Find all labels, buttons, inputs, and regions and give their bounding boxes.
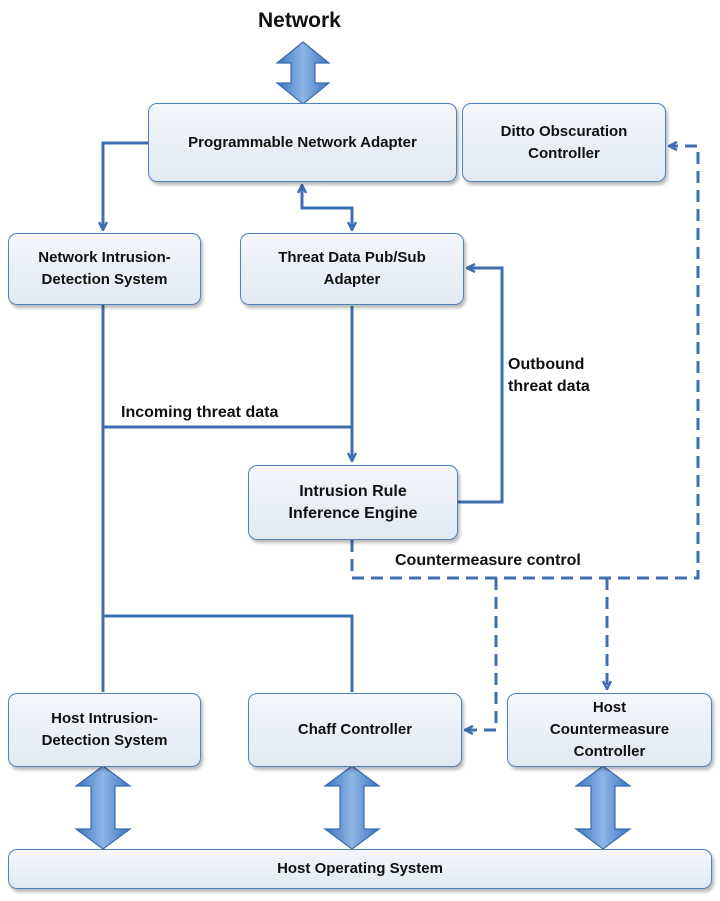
edge-outbound-threat-data xyxy=(458,268,504,504)
edge-countermeasure-to-chaff xyxy=(466,578,498,730)
network-double-arrow-icon xyxy=(275,41,331,105)
edge-pna-threat-adapter xyxy=(302,186,352,229)
outbound-threat-data-label: Outbound threat data xyxy=(508,356,590,395)
threat-data-adapter-box: Threat Data Pub/Sub Adapter xyxy=(240,233,464,305)
edge-chaff-link xyxy=(103,614,354,692)
chaff-controller-box: Chaff Controller xyxy=(248,693,462,767)
network-ids-box: Network Intrusion- Detection System xyxy=(8,233,201,305)
edge-countermeasure-to-ditto xyxy=(350,146,700,580)
network-label: Network xyxy=(258,9,341,32)
intrusion-rule-inference-engine-box: Intrusion Rule Inference Engine xyxy=(248,465,458,540)
hids-os-double-arrow-icon xyxy=(74,765,132,850)
hcc-os-double-arrow-icon xyxy=(574,765,632,850)
chaff-os-double-arrow-icon xyxy=(323,765,381,850)
host-countermeasure-controller-box: Host Countermeasure Controller xyxy=(507,693,712,767)
programmable-network-adapter-box: Programmable Network Adapter xyxy=(148,103,457,182)
host-operating-system-box: Host Operating System xyxy=(8,849,712,889)
edge-pna-to-nids xyxy=(103,141,148,229)
countermeasure-control-label: Countermeasure control xyxy=(395,552,581,569)
ditto-obscuration-controller-box: Ditto Obscuration Controller xyxy=(462,103,666,182)
host-ids-box: Host Intrusion- Detection System xyxy=(8,693,201,767)
incoming-threat-data-label: Incoming threat data xyxy=(121,404,279,421)
